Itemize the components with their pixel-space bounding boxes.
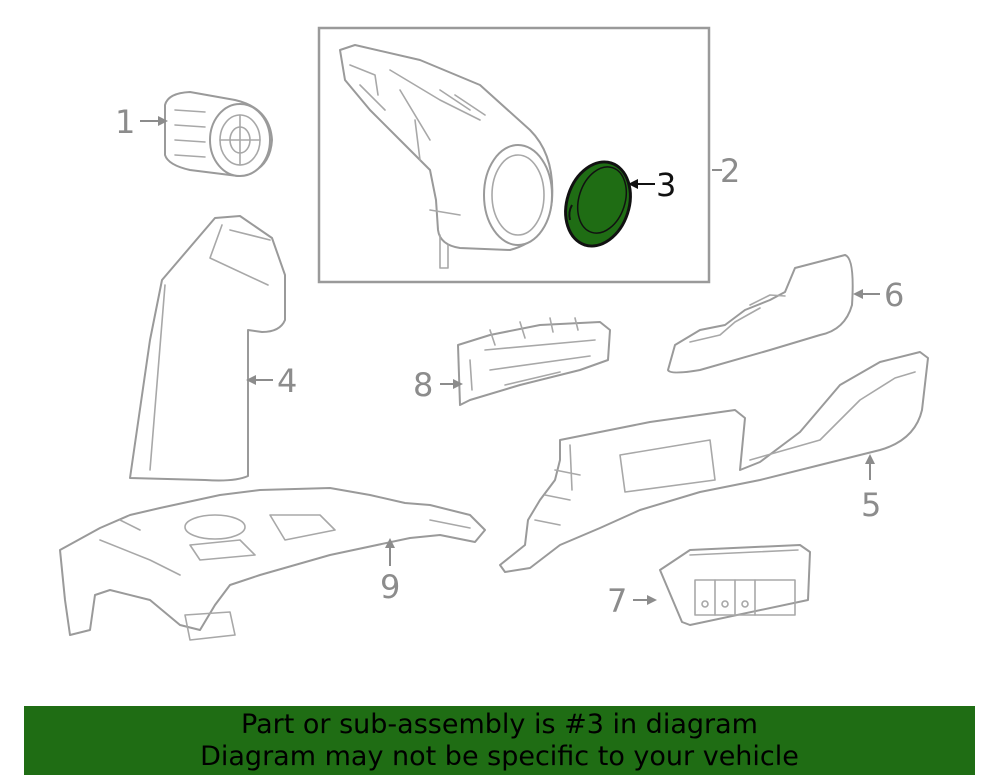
callout-7: 7 [607, 582, 627, 620]
part-4-side-trim [129, 215, 286, 482]
callout-6: 6 [884, 276, 904, 314]
callout-8: 8 [413, 366, 433, 404]
part-1-air-vent [164, 91, 273, 177]
callout-2: 2 [720, 152, 740, 190]
leader-lines [140, 116, 880, 605]
callout-1: 1 [115, 103, 135, 141]
banner-line-1: Part or sub-assembly is #3 in diagram [241, 709, 758, 740]
parts-diagram: 1 2 3 4 5 6 7 8 9 [59, 26, 929, 641]
part-8-bracket [457, 317, 611, 406]
part-9-console-base [59, 487, 486, 641]
callout-4: 4 [277, 362, 297, 400]
info-banner: Part or sub-assembly is #3 in diagram Di… [24, 706, 975, 775]
part-5-lower-panel [499, 351, 929, 573]
part-7-switch-panel [659, 544, 811, 626]
callout-5: 5 [861, 486, 881, 524]
part-2-column-cover [339, 44, 554, 269]
callout-9: 9 [380, 568, 400, 606]
part-3-ring-highlighted [564, 160, 632, 248]
callout-3: 3 [656, 166, 676, 204]
part-2-group-frame [317, 26, 711, 284]
banner-line-2: Diagram may not be specific to your vehi… [200, 741, 799, 772]
part-6-upper-trim [667, 254, 854, 374]
